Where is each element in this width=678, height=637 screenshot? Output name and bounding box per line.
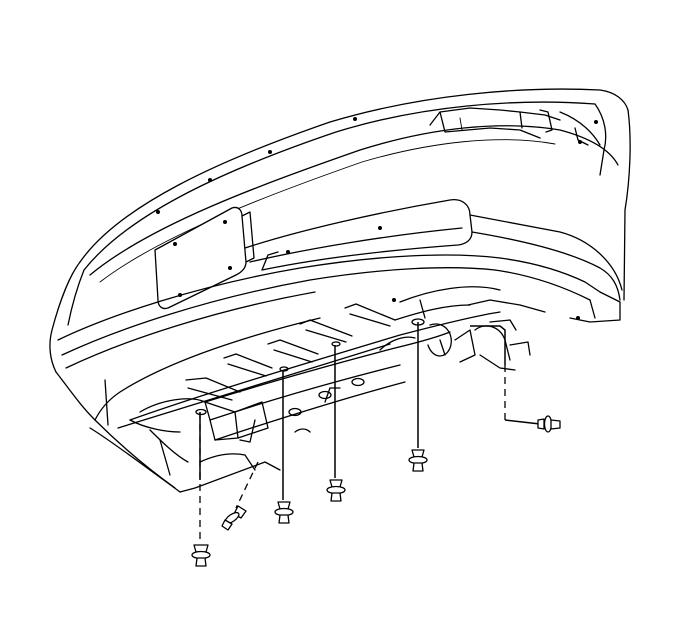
license-plate-bracket (154, 206, 255, 310)
fascia-lower-lip (57, 254, 621, 426)
push-pin-retainer-2 (221, 461, 259, 531)
bumper-reinforcement (244, 199, 623, 301)
underside-panel (89, 286, 546, 493)
fascia-upper-body (49, 88, 631, 421)
push-pin-retainer-4 (326, 341, 346, 502)
push-pin-retainer-3 (274, 366, 294, 524)
push-pin-retainer-1 (191, 408, 211, 567)
push-pin-retainer-6 (470, 325, 561, 433)
push-pin-retainer-5 (408, 318, 428, 472)
